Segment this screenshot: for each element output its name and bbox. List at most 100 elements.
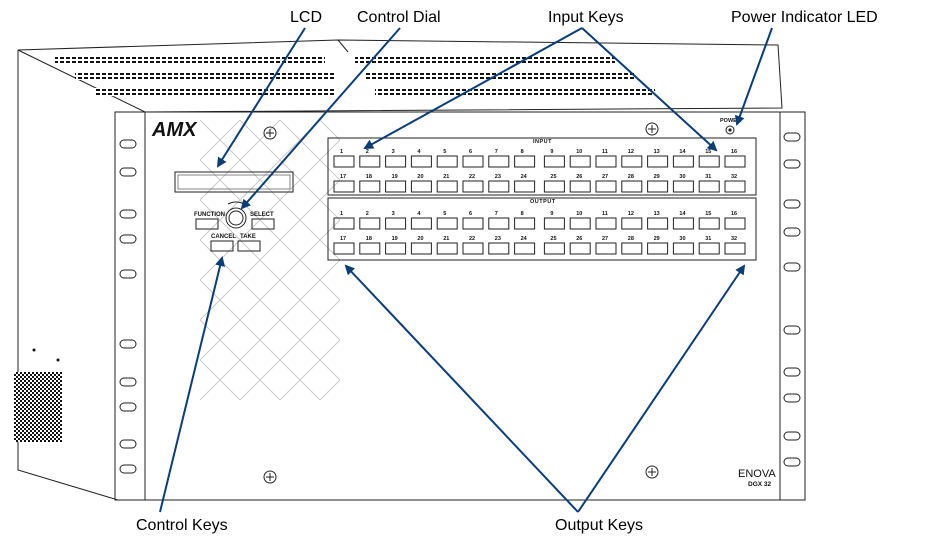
input-key-6[interactable] (462, 155, 484, 168)
output-key-label-6: 6 (469, 211, 472, 217)
output-key-27[interactable] (595, 242, 617, 255)
output-key-12[interactable] (621, 217, 643, 230)
input-key-20[interactable] (410, 180, 432, 193)
input-key-label-31: 31 (705, 174, 711, 180)
input-key-5[interactable] (436, 155, 458, 168)
top-vent (55, 56, 655, 96)
input-key-30[interactable] (672, 180, 694, 193)
input-key-label-24: 24 (521, 174, 528, 180)
output-key-label-30: 30 (679, 236, 685, 242)
output-key-7[interactable] (488, 217, 510, 230)
output-key-label-23: 23 (495, 236, 501, 242)
cancel-button[interactable] (210, 240, 234, 252)
output-key-label-10: 10 (576, 211, 582, 217)
input-key-26[interactable] (569, 180, 591, 193)
output-key-32[interactable] (724, 242, 746, 255)
input-key-15[interactable] (698, 155, 720, 168)
output-key-label-5: 5 (443, 211, 446, 217)
input-key-label-12: 12 (628, 149, 634, 155)
input-key-2[interactable] (359, 155, 381, 168)
callout-control-dial: Control Dial (357, 9, 441, 26)
output-key-3[interactable] (385, 217, 407, 230)
input-key-16[interactable] (724, 155, 746, 168)
output-key-label-11: 11 (602, 211, 608, 217)
input-key-12[interactable] (621, 155, 643, 168)
input-key-24[interactable] (514, 180, 536, 193)
input-key-25[interactable] (543, 180, 565, 193)
callout-arrows (159, 27, 773, 513)
input-key-11[interactable] (595, 155, 617, 168)
callout-input-keys: Input Keys (548, 9, 624, 26)
output-key-22[interactable] (462, 242, 484, 255)
input-key-29[interactable] (647, 180, 669, 193)
input-key-18[interactable] (359, 180, 381, 193)
input-key-22[interactable] (462, 180, 484, 193)
output-key-13[interactable] (647, 217, 669, 230)
input-key-13[interactable] (647, 155, 669, 168)
input-key-1[interactable] (333, 155, 355, 168)
input-key-14[interactable] (672, 155, 694, 168)
output-key-31[interactable] (698, 242, 720, 255)
output-key-28[interactable] (621, 242, 643, 255)
input-key-32[interactable] (724, 180, 746, 193)
output-key-21[interactable] (436, 242, 458, 255)
input-key-label-21: 21 (443, 174, 449, 180)
output-key-6[interactable] (462, 217, 484, 230)
output-key-1[interactable] (333, 217, 355, 230)
output-key-label-27: 27 (602, 236, 608, 242)
output-key-label-20: 20 (417, 236, 423, 242)
input-key-label-27: 27 (602, 174, 608, 180)
output-key-8[interactable] (514, 217, 536, 230)
input-key-9[interactable] (543, 155, 565, 168)
output-key-23[interactable] (488, 242, 510, 255)
output-key-9[interactable] (543, 217, 565, 230)
output-key-10[interactable] (569, 217, 591, 230)
output-key-29[interactable] (647, 242, 669, 255)
output-key-4[interactable] (410, 217, 432, 230)
function-button[interactable] (195, 218, 219, 230)
output-key-11[interactable] (595, 217, 617, 230)
input-key-label-28: 28 (628, 174, 634, 180)
output-key-30[interactable] (672, 242, 694, 255)
output-key-18[interactable] (359, 242, 381, 255)
output-key-label-16: 16 (731, 211, 737, 217)
input-key-7[interactable] (488, 155, 510, 168)
model-sub: DGX 32 (748, 481, 772, 488)
input-key-label-22: 22 (469, 174, 475, 180)
take-button[interactable] (237, 240, 261, 252)
arrow-power-led (735, 27, 773, 126)
input-key-8[interactable] (514, 155, 536, 168)
input-key-10[interactable] (569, 155, 591, 168)
model-name: ENOVA (738, 468, 776, 480)
input-key-label-3: 3 (392, 149, 395, 155)
input-key-27[interactable] (595, 180, 617, 193)
input-key-17[interactable] (333, 180, 355, 193)
output-key-24[interactable] (514, 242, 536, 255)
input-key-19[interactable] (385, 180, 407, 193)
input-key-label-2: 2 (366, 149, 369, 155)
output-key-label-3: 3 (392, 211, 395, 217)
input-key-28[interactable] (621, 180, 643, 193)
output-key-16[interactable] (724, 217, 746, 230)
output-key-label-25: 25 (550, 236, 556, 242)
input-key-3[interactable] (385, 155, 407, 168)
output-key-label-14: 14 (679, 211, 686, 217)
output-key-26[interactable] (569, 242, 591, 255)
output-key-20[interactable] (410, 242, 432, 255)
output-key-5[interactable] (436, 217, 458, 230)
output-key-17[interactable] (333, 242, 355, 255)
input-key-31[interactable] (698, 180, 720, 193)
output-key-15[interactable] (698, 217, 720, 230)
input-key-23[interactable] (488, 180, 510, 193)
input-key-label-17: 17 (340, 174, 346, 180)
select-button[interactable] (251, 218, 275, 230)
input-key-label-19: 19 (392, 174, 398, 180)
output-key-label-8: 8 (521, 211, 524, 217)
input-key-4[interactable] (410, 155, 432, 168)
output-key-19[interactable] (385, 242, 407, 255)
output-key-25[interactable] (543, 242, 565, 255)
input-key-21[interactable] (436, 180, 458, 193)
output-key-2[interactable] (359, 217, 381, 230)
output-key-14[interactable] (672, 217, 694, 230)
